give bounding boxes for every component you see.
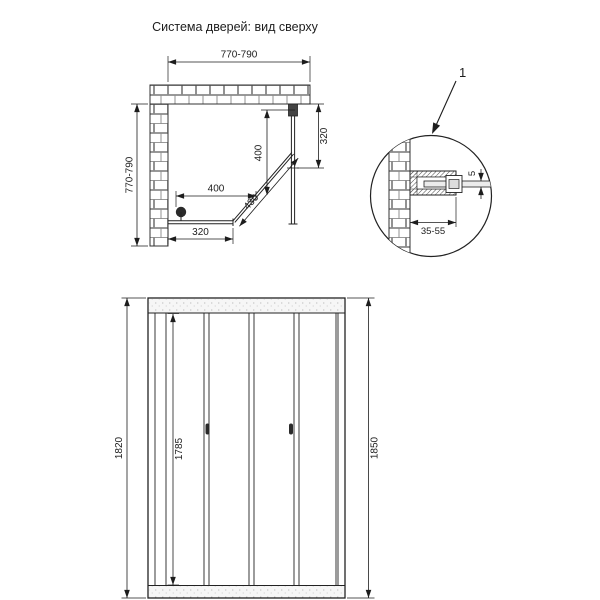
detail-clamp bbox=[445, 175, 463, 193]
bottom-rail bbox=[149, 585, 344, 598]
dim-label-height-inner: 1785 bbox=[174, 437, 185, 460]
detail-wall bbox=[388, 135, 411, 257]
wall-top bbox=[149, 84, 311, 105]
dim-label-height-right: 1850 bbox=[370, 436, 381, 459]
sliding-door-diagonal bbox=[232, 152, 294, 223]
door-handle-left bbox=[205, 423, 210, 435]
dim-label-height-left: 1820 bbox=[114, 436, 125, 459]
dim-label-glass-thickness: 5 bbox=[467, 171, 478, 176]
door-frame bbox=[147, 297, 346, 599]
detail-callout: 1 bbox=[432, 65, 466, 134]
dim-height-left: 1820 bbox=[114, 297, 146, 599]
detail-view: 35-55 5 1 bbox=[369, 65, 493, 258]
dim-height-inner: 1785 bbox=[167, 313, 185, 586]
detail-circle bbox=[369, 134, 493, 258]
dim-label-wall-left: 770-790 bbox=[125, 156, 136, 193]
callout-number: 1 bbox=[459, 65, 466, 80]
dim-label-adjustment-range: 35-55 bbox=[421, 226, 445, 237]
dim-label-wall-top: 770-790 bbox=[221, 50, 258, 61]
dim-label-width-bottom: 400 bbox=[208, 184, 225, 195]
callout-arrowhead bbox=[432, 122, 441, 134]
elevation-view: 1820 1785 1850 bbox=[114, 297, 381, 599]
dim-door-diagonal: 430 bbox=[239, 157, 299, 227]
dim-wall-left: 770-790 bbox=[125, 103, 148, 247]
wall-left bbox=[149, 103, 169, 247]
glass-panel-right bbox=[287, 116, 299, 225]
drawing-title: Система дверей: вид сверху bbox=[152, 20, 319, 34]
dim-adjustment-range: 35-55 bbox=[409, 197, 457, 237]
dim-label-depth-right: 400 bbox=[254, 144, 265, 161]
dim-glass-thickness: 5 bbox=[467, 169, 484, 199]
plan-view: 770-790 770-790 320 400 400 bbox=[125, 50, 330, 247]
dim-height-right: 1850 bbox=[347, 297, 381, 599]
dim-label-fixed-bottom: 320 bbox=[192, 227, 209, 238]
dim-label-fixed-right: 320 bbox=[319, 127, 330, 144]
glass-panel-bottom bbox=[168, 218, 234, 226]
dim-fixed-right: 320 bbox=[297, 103, 330, 169]
header-rail bbox=[149, 299, 344, 313]
dim-fixed-bottom: 320 bbox=[167, 227, 234, 244]
door-panels bbox=[165, 313, 337, 586]
dim-wall-top: 770-790 bbox=[167, 50, 311, 82]
detail-section bbox=[388, 135, 492, 257]
door-handle-right bbox=[289, 423, 293, 435]
dim-depth-right: 400 bbox=[254, 109, 295, 195]
